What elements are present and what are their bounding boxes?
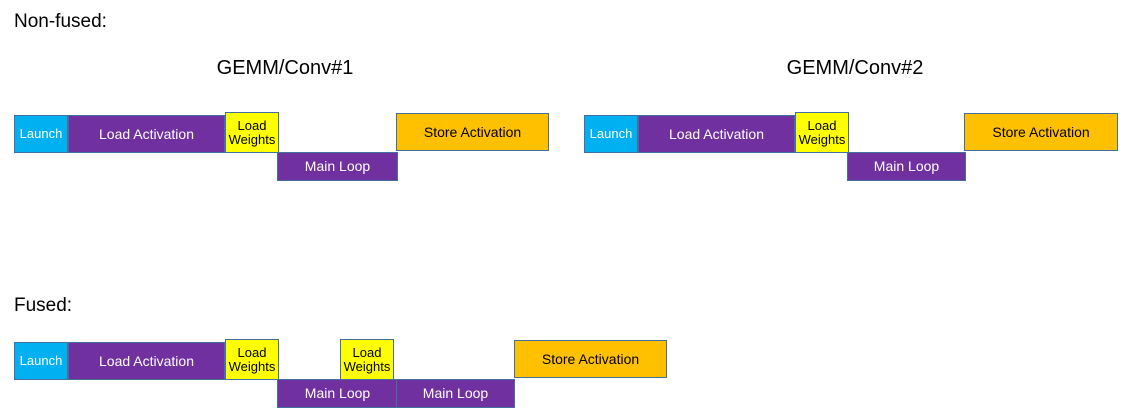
timeline-box-store-act-2: Store Activation	[964, 113, 1118, 151]
timeline-box-launch-2: Launch	[584, 115, 638, 153]
section-label-fused: Fused:	[14, 295, 73, 316]
timeline-box-label: Store Activation	[423, 123, 522, 140]
timeline-box-main-loop-f2: Main Loop	[396, 379, 515, 408]
timeline-box-main-loop-2: Main Loop	[847, 152, 966, 181]
timeline-box-store-act-f: Store Activation	[514, 340, 667, 378]
timeline-box-load-act-2: Load Activation	[638, 115, 795, 153]
group-title-gemm-conv-1: GEMM/Conv#1	[216, 57, 354, 79]
timeline-box-label: Main Loop	[873, 158, 940, 175]
timeline-box-main-loop-f1: Main Loop	[277, 379, 398, 408]
timeline-box-label: Load Weights	[228, 345, 276, 374]
timeline-box-label: Load Activation	[99, 125, 194, 142]
timeline-box-label: Load Activation	[99, 352, 194, 369]
timeline-box-load-wt-2: Load Weights	[795, 112, 849, 153]
timeline-box-launch-1: Launch	[14, 115, 68, 153]
timeline-box-label: Main Loop	[304, 385, 371, 402]
timeline-box-label: Load Weights	[798, 118, 846, 147]
section-label-non-fused: Non-fused:	[14, 11, 107, 32]
group-title-gemm-conv-2: GEMM/Conv#2	[786, 57, 924, 79]
timeline-box-load-wt-1: Load Weights	[225, 112, 279, 153]
timeline-box-load-act-f: Load Activation	[68, 342, 225, 380]
timeline-box-label: Load Weights	[228, 118, 276, 147]
timeline-box-label: Main Loop	[304, 158, 371, 175]
timeline-box-launch-f: Launch	[14, 342, 68, 380]
timeline-box-load-wt-f2: Load Weights	[340, 339, 394, 380]
timeline-box-label: Launch	[19, 353, 63, 369]
timeline-box-load-wt-f1: Load Weights	[225, 339, 279, 380]
timeline-box-label: Main Loop	[422, 385, 489, 402]
timeline-box-label: Launch	[19, 126, 63, 142]
timeline-box-main-loop-1: Main Loop	[277, 152, 398, 181]
timeline-box-store-act-1: Store Activation	[396, 113, 549, 151]
timeline-box-load-act-1: Load Activation	[68, 115, 225, 153]
timeline-box-label: Load Weights	[343, 345, 391, 374]
timeline-box-label: Load Activation	[669, 125, 764, 142]
timeline-box-label: Store Activation	[541, 350, 640, 367]
timeline-box-label: Launch	[589, 126, 633, 142]
timeline-box-label: Store Activation	[992, 123, 1090, 140]
